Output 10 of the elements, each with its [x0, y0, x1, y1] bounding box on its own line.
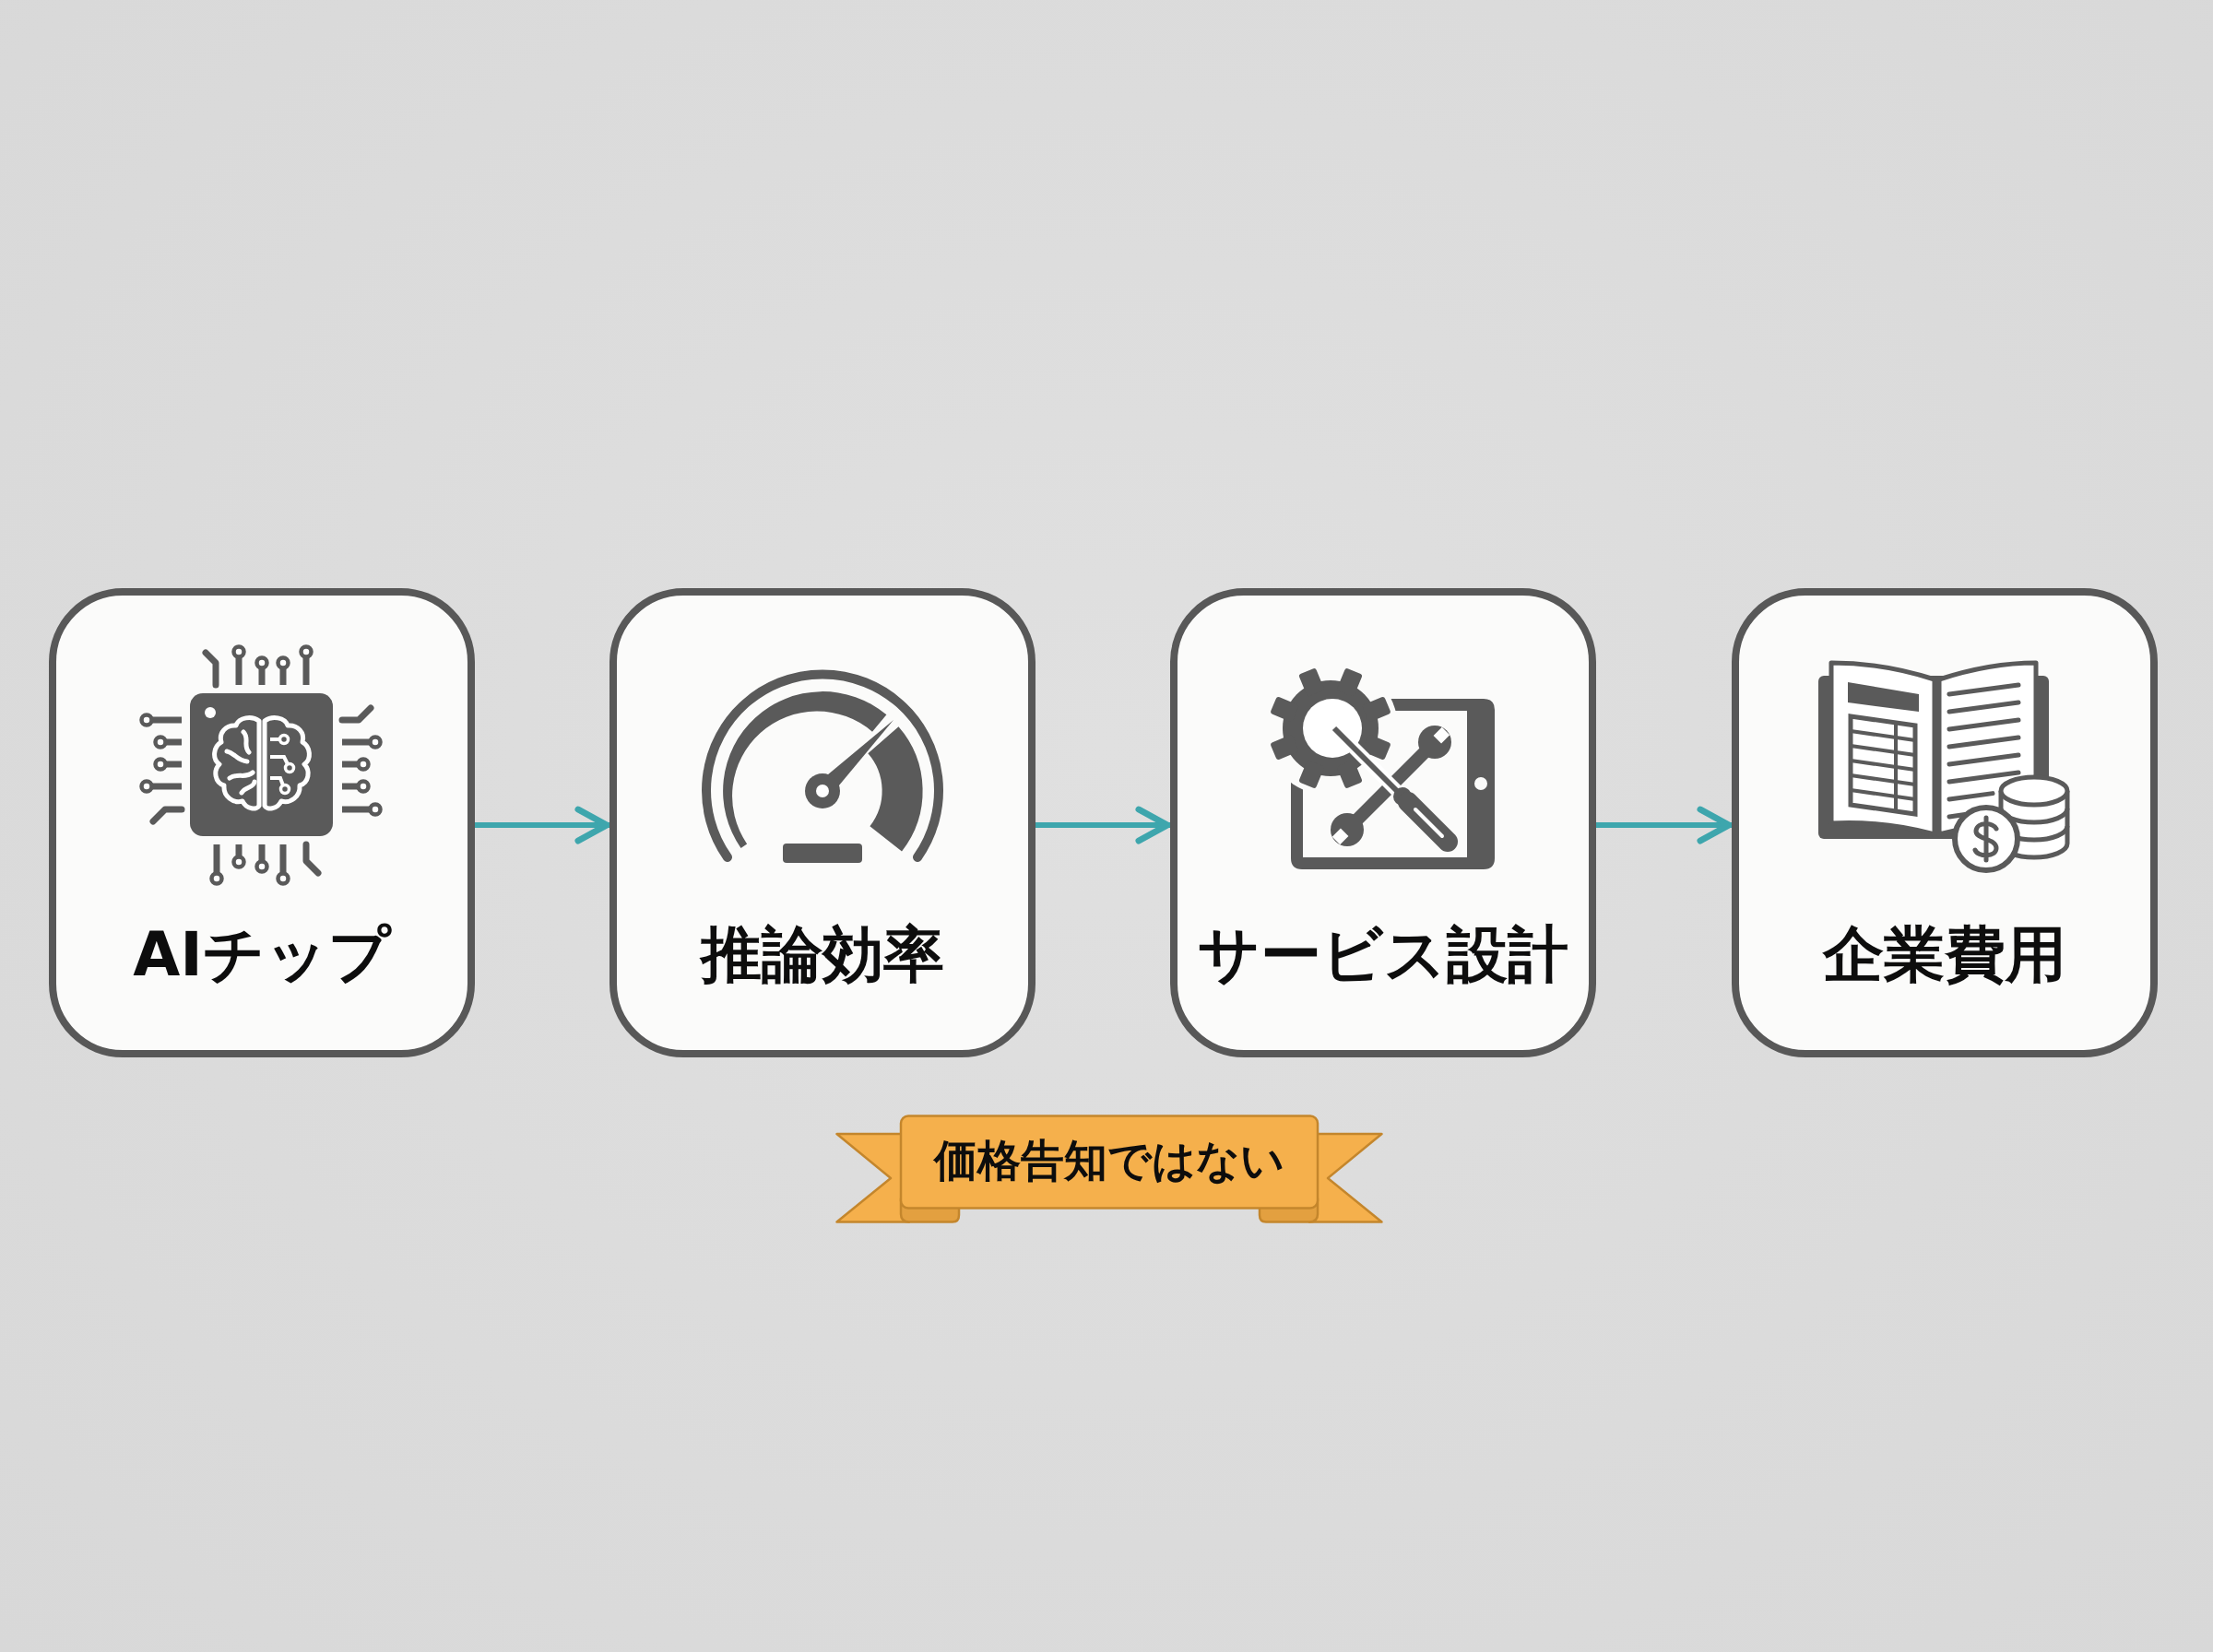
step-label: 企業費用 [1823, 920, 2066, 990]
step-label: AIチップ [133, 920, 391, 990]
step-card [1732, 588, 2158, 1057]
banner-text: 価格告知ではない [934, 1135, 1284, 1187]
step-card [49, 588, 475, 1057]
step-label: サービス設計 [1198, 920, 1568, 990]
step-label: 推論効率 [701, 920, 944, 990]
step-card [609, 588, 1035, 1057]
step-card [1170, 588, 1596, 1057]
ribbon-banner [835, 1115, 1383, 1223]
